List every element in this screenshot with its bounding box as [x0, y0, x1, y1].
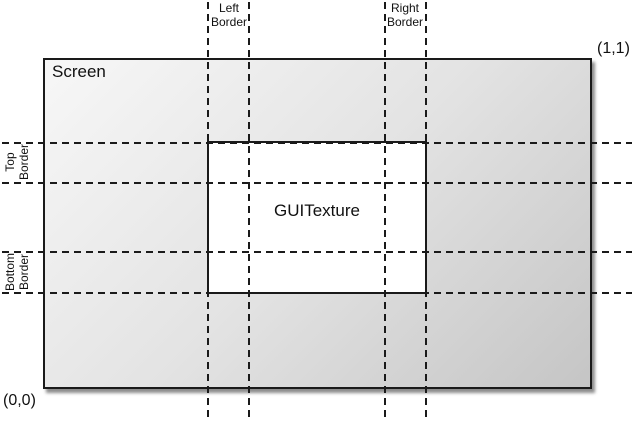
guitexture-label-text: GUITexture	[274, 200, 360, 220]
bottom-border-label-line1: Bottom	[3, 253, 17, 292]
right-border-label-line2: Border	[386, 15, 424, 29]
bottom-border-label-line2: Border	[17, 253, 31, 291]
top-border-label: Top Border	[3, 138, 31, 186]
right-border-line-left	[384, 2, 386, 422]
top-border-label-line1: Top	[3, 152, 17, 172]
bottom-border-line-lower	[2, 292, 632, 294]
top-right-coordinate-label: (1,1)	[597, 40, 630, 57]
right-border-label: Right Border	[364, 1, 446, 29]
guitexture-label: GUITexture	[207, 141, 427, 294]
left-border-line-left	[207, 2, 209, 422]
origin-coordinate-label: (0,0)	[3, 392, 36, 409]
bottom-border-line-upper	[2, 251, 632, 253]
guitexture-rect	[207, 141, 427, 294]
right-border-line-right	[425, 2, 427, 422]
left-border-line-right	[248, 2, 250, 422]
left-border-label: Left Border	[188, 1, 270, 29]
top-border-label-line2: Border	[17, 143, 31, 181]
left-border-label-line2: Border	[210, 15, 248, 29]
top-border-line-lower	[2, 182, 632, 184]
bottom-border-label: Bottom Border	[3, 248, 31, 296]
top-border-line-upper	[2, 142, 632, 144]
screen-label: Screen	[52, 62, 106, 81]
right-border-label-line1: Right	[390, 1, 419, 15]
left-border-label-line1: Left	[218, 1, 239, 15]
